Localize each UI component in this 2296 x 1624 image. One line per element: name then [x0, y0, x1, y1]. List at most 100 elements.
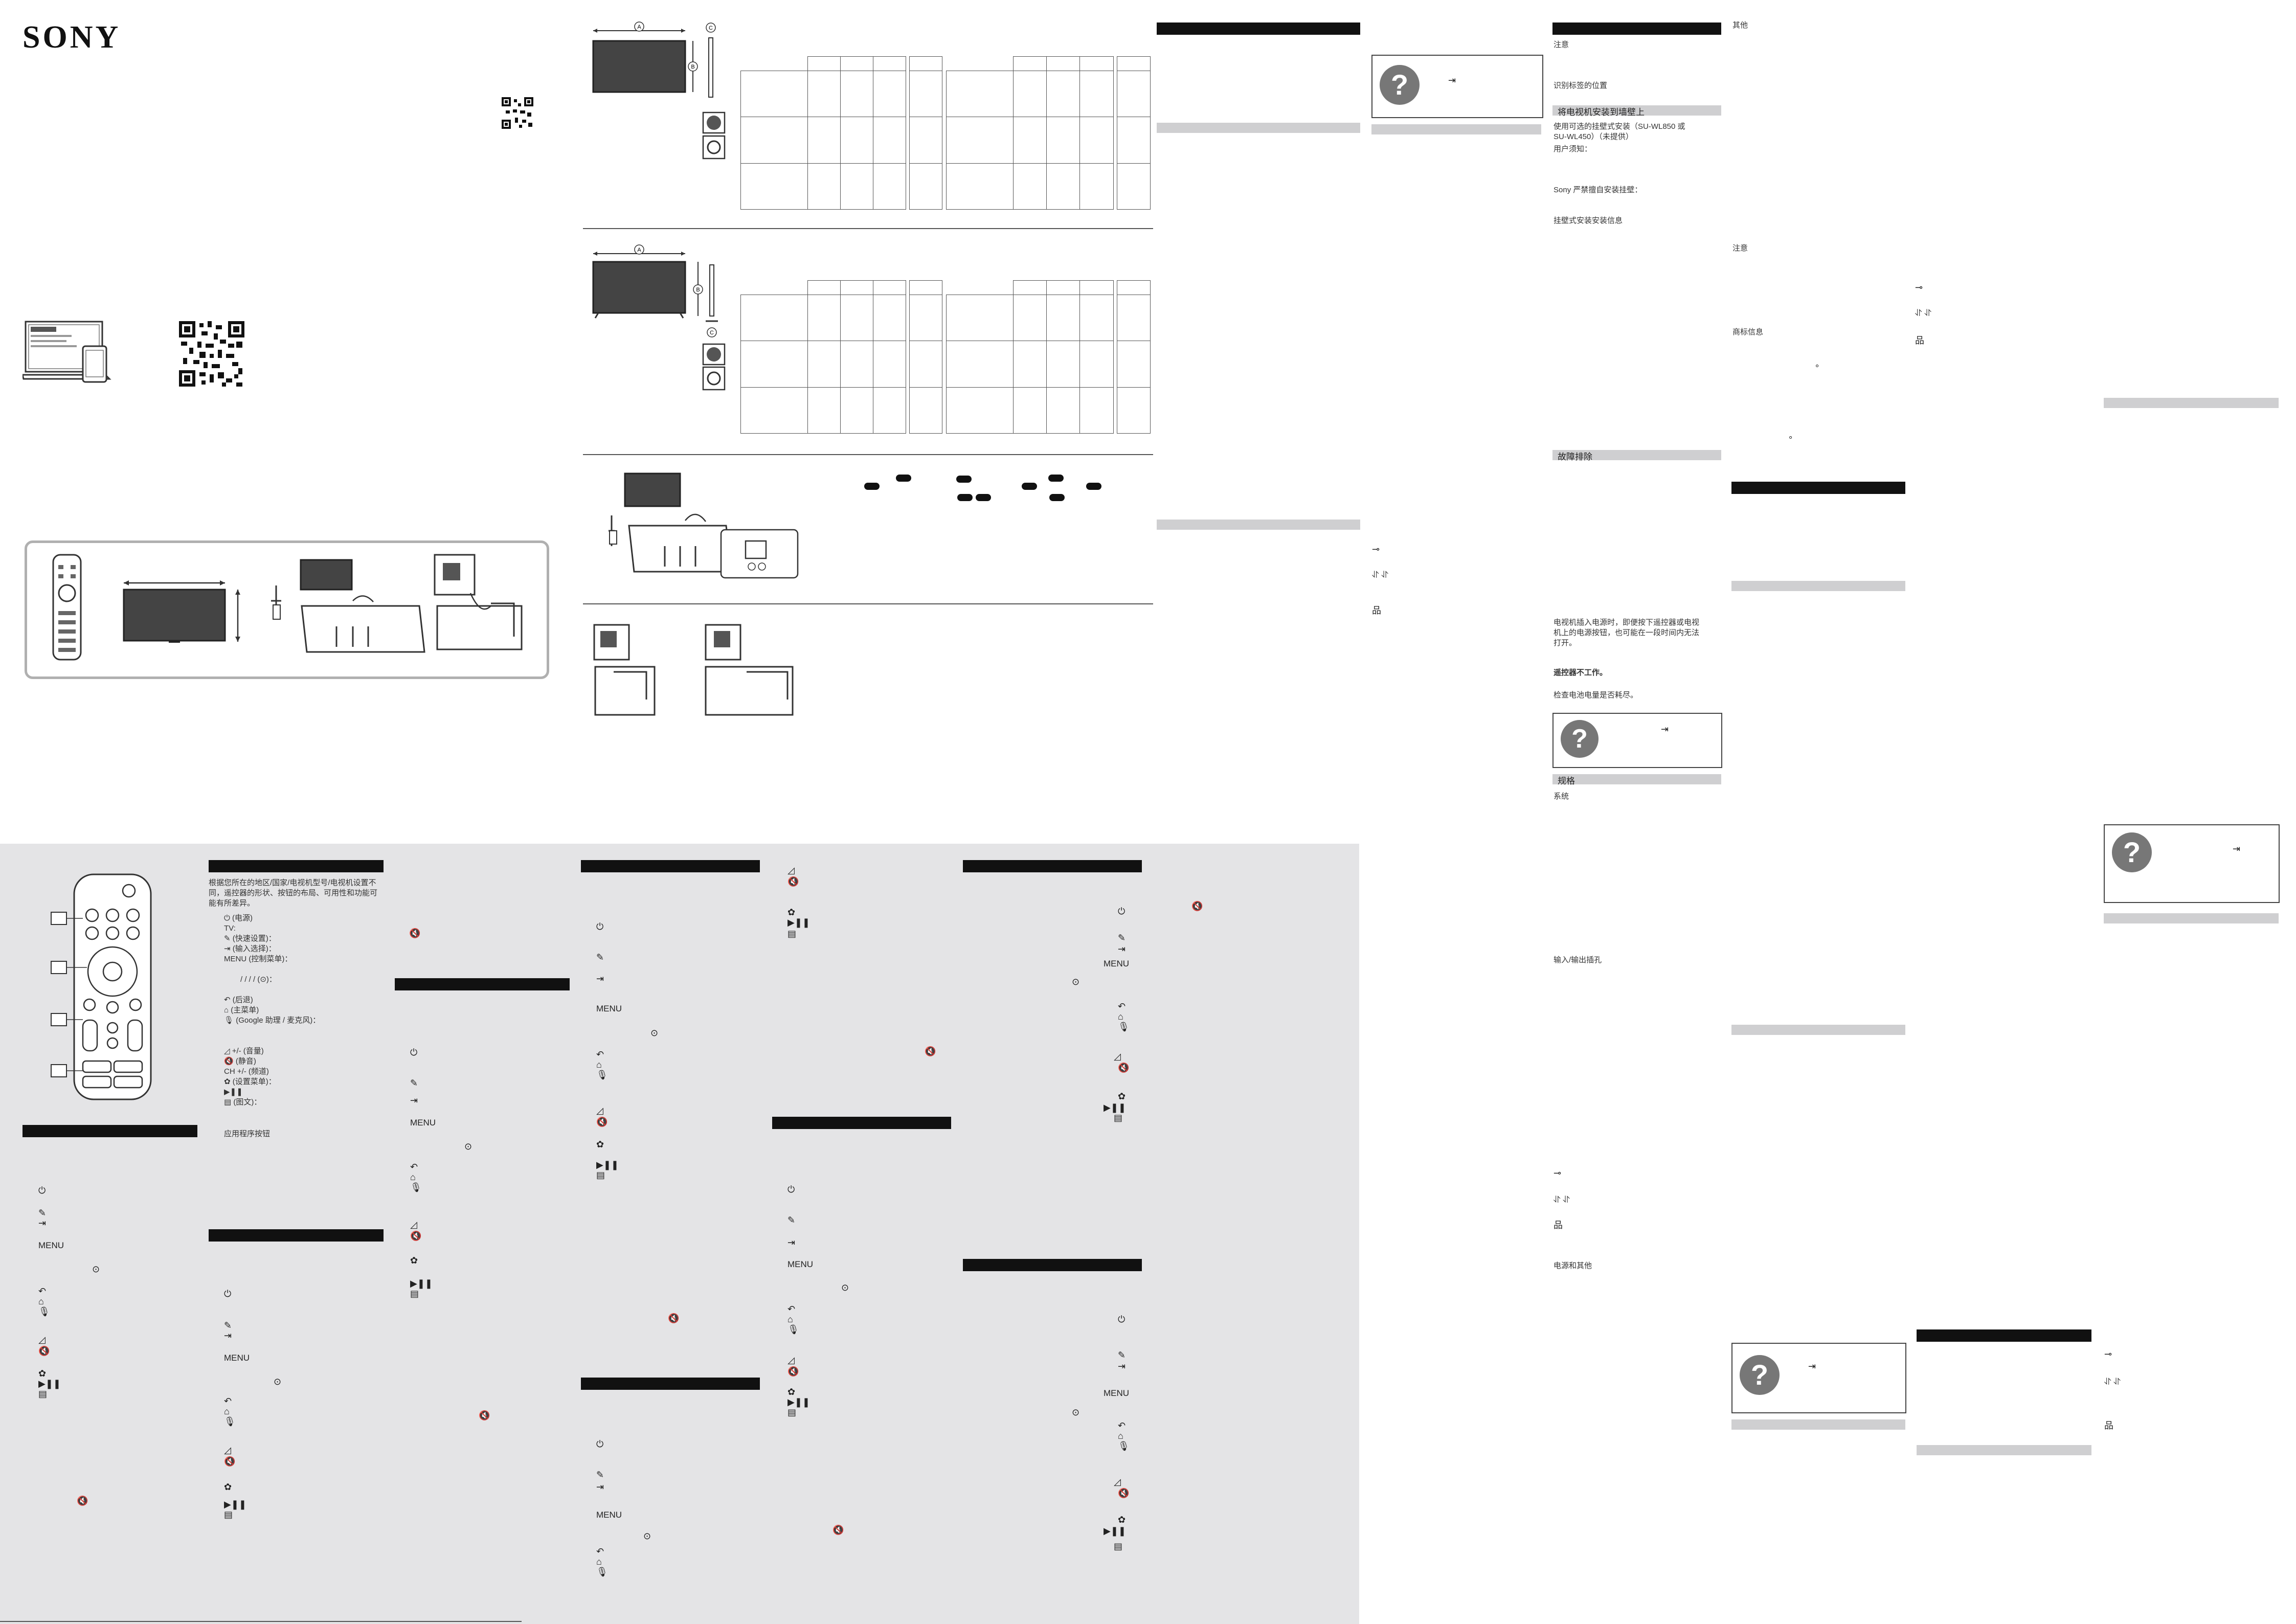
troubleshoot-bar: 故障排除 [1552, 450, 1721, 462]
home-icon: ⌂ [224, 1406, 230, 1416]
volume-icon: ◿ [410, 1220, 417, 1230]
play-pause-icon: ▶❚❚ [596, 1160, 619, 1170]
spec-table-1b [946, 56, 1151, 210]
menu-label: MENU [596, 1004, 622, 1013]
play-pause-icon: ▶❚❚ [787, 917, 811, 928]
remote-fail-heading: 遥控器不工作。 [1554, 668, 1608, 677]
grey-bar [1731, 1025, 1905, 1035]
cable-routing-diagram [593, 624, 794, 716]
wall-mount-line1: 使用可选的挂壁式安装（SU-WL850 或 [1554, 122, 1685, 131]
play-pause-icon: ▶❚❚ [410, 1278, 433, 1289]
question-icon: ? [1740, 1355, 1780, 1395]
input-icon: ⇥ [1661, 724, 1669, 734]
ok-icon: ⊙ [841, 1282, 849, 1293]
input-icon: ⇥ [596, 974, 604, 984]
other-heading: 其他 [1732, 21, 1748, 30]
teletext-icon: ▤ [1114, 1541, 1123, 1551]
qr-code-large [179, 321, 244, 387]
help-box: ? ⇥ [2104, 824, 2280, 903]
spec-heading: 规格 [1558, 776, 1575, 786]
svg-text:B: B [691, 64, 694, 70]
svg-text:C: C [710, 330, 714, 336]
section-header [963, 1259, 1142, 1271]
mute-icon: 🔇 [38, 1346, 50, 1356]
menu-label: MENU [596, 1510, 622, 1520]
input-label: ⇥ (输入选择)： [224, 944, 276, 954]
back-icon: ↶ [596, 1546, 604, 1557]
settings-icon: ✿ [224, 1077, 231, 1086]
menu-label: MENU [38, 1240, 64, 1250]
wrench-icon: ✎ [1118, 1350, 1126, 1360]
input-icon: ⇥ [596, 1482, 604, 1492]
teletext-text: (图文)： [233, 1098, 262, 1107]
user-notice: 用户须知： [1554, 145, 1592, 153]
section-header [209, 860, 384, 872]
input-icon: ⇥ [38, 1218, 47, 1228]
section-header [1157, 22, 1360, 35]
teletext-label: ▤ (图文)： [224, 1097, 261, 1108]
pill-mark [1049, 494, 1065, 501]
home-label: ⌂ (主菜单) [224, 1005, 259, 1016]
network-icon: 品 [2104, 1420, 2113, 1431]
power-other-heading: 电源和其他 [1554, 1261, 1592, 1270]
input-icon: ⇥ [1448, 75, 1456, 85]
plug-icon: ⊸ [1372, 544, 1380, 554]
ok-icon: ⊙ [1072, 977, 1080, 987]
mute-icon: 🔇 [77, 1496, 88, 1506]
back-icon: ↶ [38, 1286, 47, 1296]
trademark-heading: 商标信息 [1732, 328, 1764, 336]
mic-icon: 🎙 [38, 1306, 50, 1317]
teletext-icon: ▤ [410, 1289, 419, 1299]
mic-icon: 🎙 [224, 1016, 234, 1025]
system-heading: 系统 [1554, 792, 1569, 801]
power-icon: ⏻ [224, 1289, 232, 1299]
mic-icon: 🎙 [596, 1070, 608, 1080]
mute-icon: 🔇 [596, 1117, 608, 1127]
ok-icon: ⊙ [464, 1141, 472, 1152]
pill-mark [1086, 483, 1101, 490]
svg-text:B: B [696, 287, 700, 293]
back-text: (后退) [232, 996, 253, 1004]
wrench-icon: ✎ [410, 1078, 418, 1088]
mute-icon: 🔇 [668, 1313, 680, 1323]
mic-icon: 🎙 [787, 1324, 799, 1335]
power-icon: ⏻ [224, 914, 230, 922]
section-header [1552, 22, 1721, 35]
app-buttons-label: 应用程序按钮 [224, 1130, 271, 1138]
volume-icon: ◿ [1114, 1051, 1121, 1062]
home-icon: ⌂ [787, 1314, 793, 1324]
home-icon: ⌂ [1118, 1011, 1123, 1022]
pill-mark [976, 494, 991, 501]
degree-mark: ° [1815, 363, 1819, 373]
menu-label: MENU [1104, 959, 1130, 968]
spec-table-2b [946, 280, 1151, 434]
ok-icon: ⊙ [274, 1377, 282, 1387]
wall-mount-diagram [609, 472, 799, 579]
settings-icon: ✿ [224, 1482, 232, 1492]
section-header [209, 1229, 384, 1242]
wrench-icon: ✎ [596, 1470, 604, 1480]
power-icon: ⏻ [1118, 1314, 1126, 1324]
section-header [963, 860, 1142, 872]
volume-icon: ◿ [596, 1106, 603, 1116]
usb-icon: ⥯ ⥯ [1372, 570, 1388, 580]
question-icon: ? [1380, 65, 1420, 105]
usb-icon: ⥯ ⥯ [1554, 1194, 1570, 1205]
mute-text: (静音) [235, 1057, 256, 1066]
sony-note: Sony 严禁擅自安装挂壁： [1554, 186, 1642, 194]
network-icon: 品 [1554, 1220, 1563, 1230]
home-icon: ⌂ [596, 1557, 602, 1567]
input-icon: ⇥ [1808, 1361, 1816, 1371]
remote-intro-text: 根据您所在的地区/国家/电视机型号/电视机设置不同，遥控器的形状、按钮的布局、可… [209, 878, 378, 908]
caution-heading-2: 注意 [1732, 244, 1748, 253]
pill-mark [957, 494, 973, 501]
settings-label: ✿ (设置菜单)： [224, 1077, 276, 1087]
grey-bar [2104, 913, 2279, 923]
battery-note: 检查电池电量是否耗尽。 [1554, 691, 1638, 700]
settings-icon: ✿ [596, 1139, 604, 1149]
mic-label: 🎙 (Google 助理 / 麦克风)： [224, 1016, 320, 1026]
pill-mark [896, 475, 911, 482]
help-box: ? ⇥ [1552, 713, 1722, 768]
teletext-icon: ▤ [1114, 1113, 1123, 1123]
home-icon: ⌂ [596, 1059, 602, 1070]
